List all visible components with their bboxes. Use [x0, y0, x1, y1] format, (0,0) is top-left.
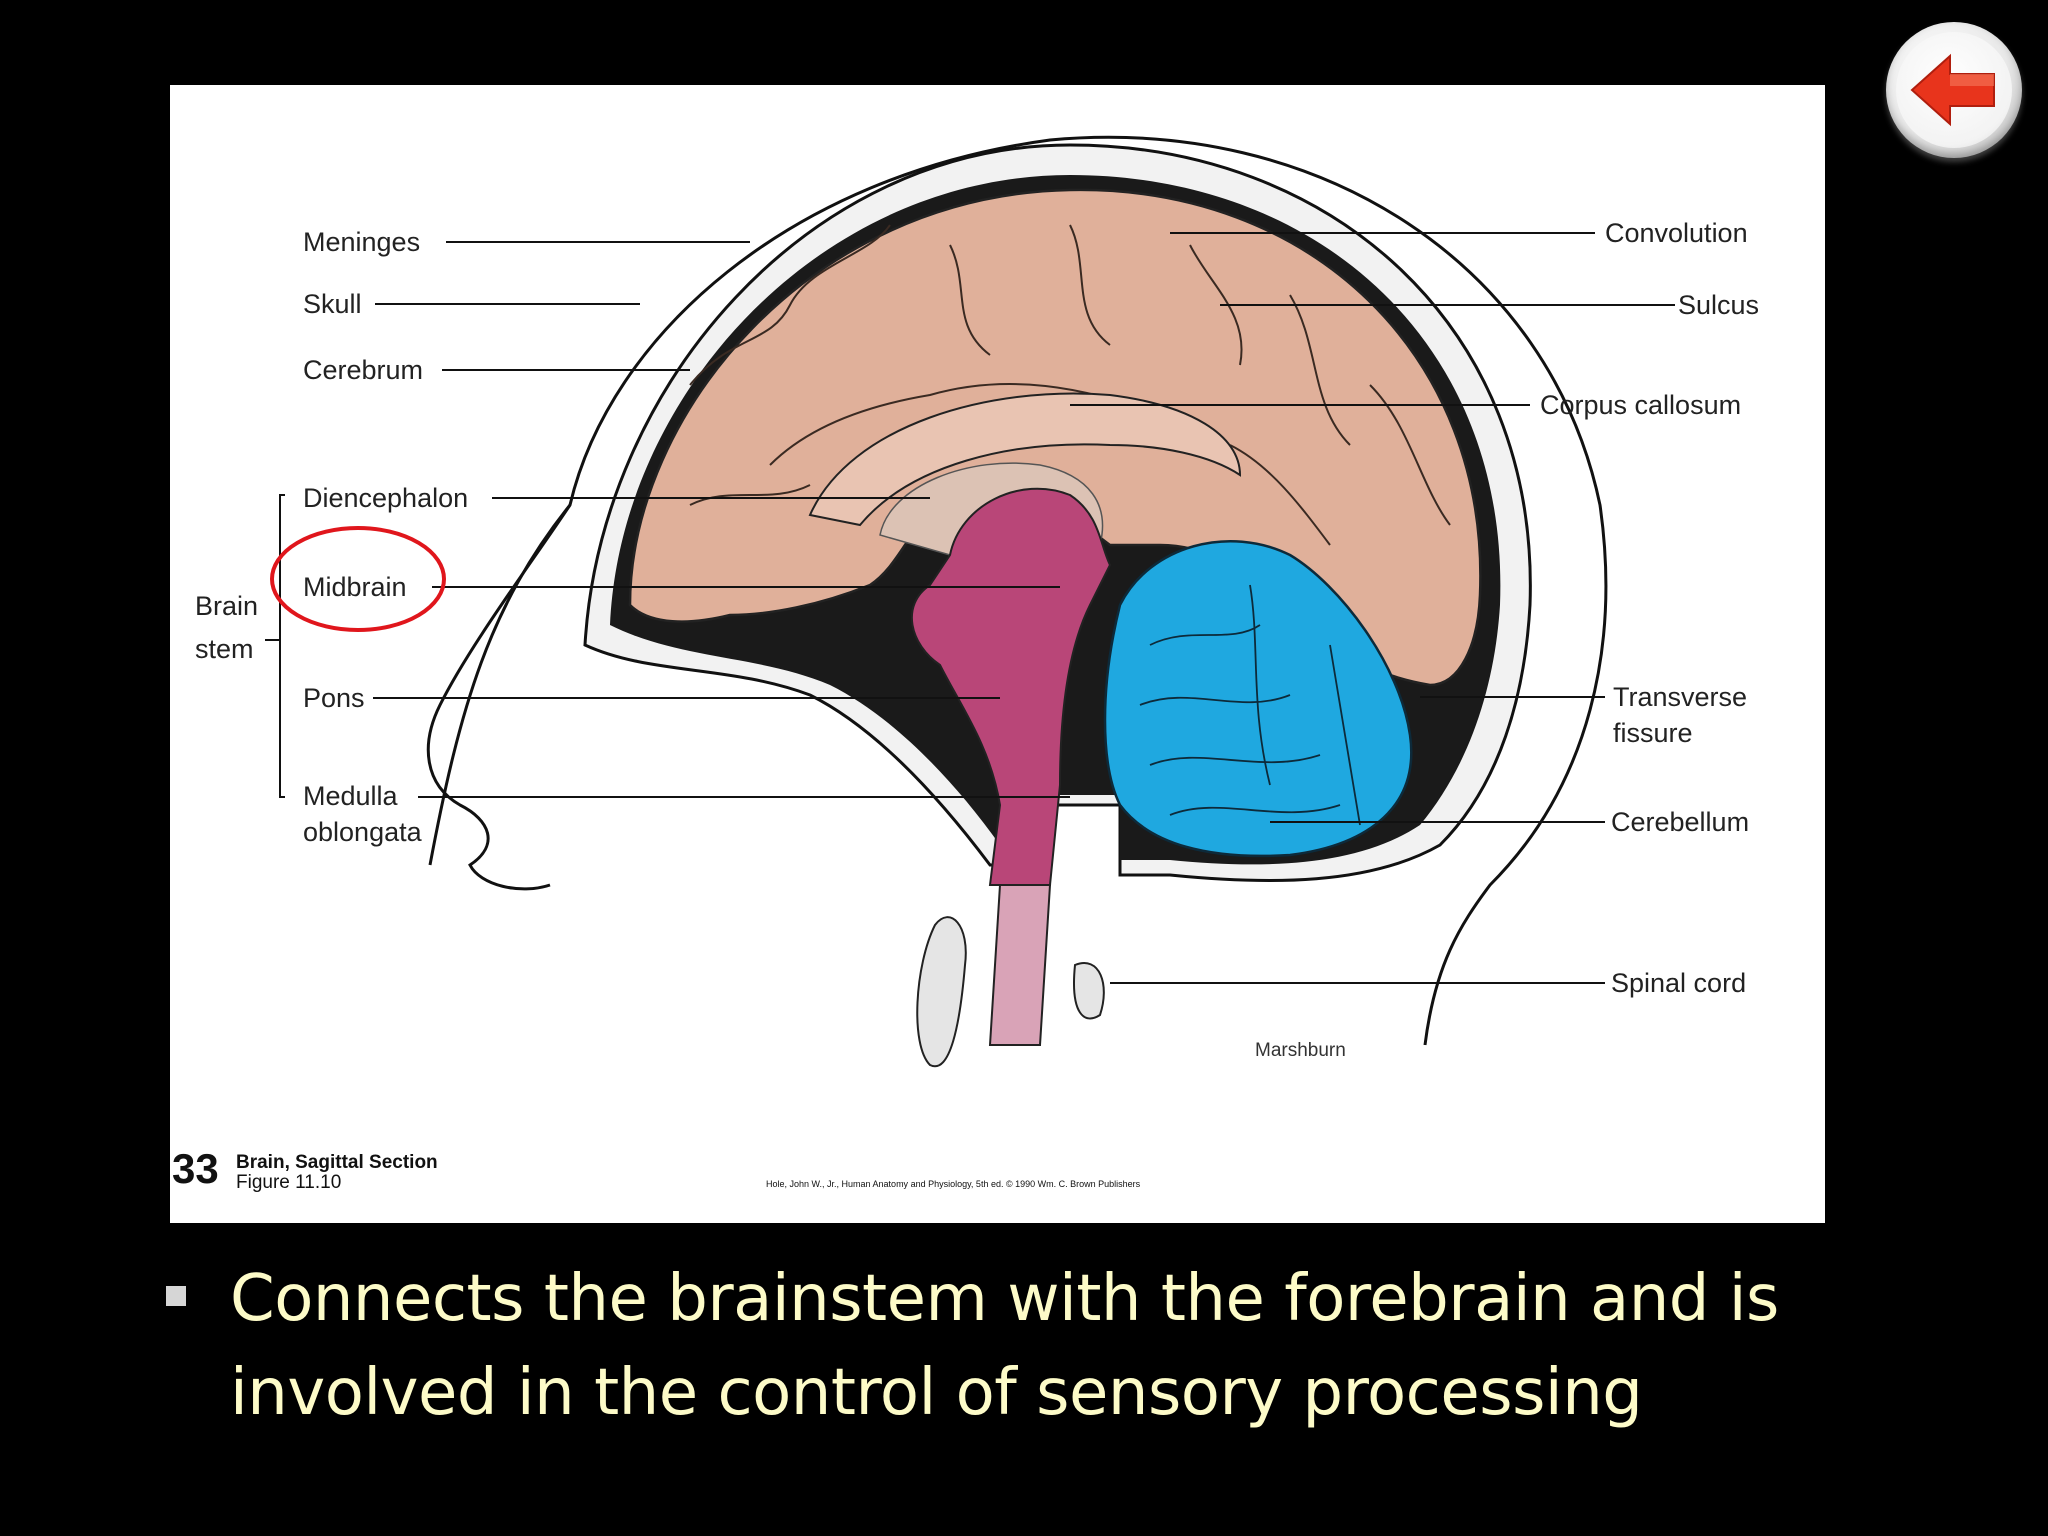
leader-lines-right — [1070, 232, 1675, 984]
label-transverse-line1: Transverse — [1613, 682, 1747, 712]
leader-lines-left — [265, 241, 1070, 798]
artist-signature: Marshburn — [1255, 1040, 1346, 1061]
caption-title: Brain, Sagittal Section — [236, 1152, 438, 1173]
left-arrow-icon — [1910, 53, 1995, 127]
label-medulla-line1: Medulla — [303, 781, 399, 811]
brain-diagram: Meninges Skull Cerebrum Diencephalon Mid… — [172, 135, 1759, 1193]
label-pons: Pons — [303, 683, 365, 713]
label-midbrain: Midbrain — [303, 572, 407, 602]
midbrain-highlight-circle — [270, 526, 446, 632]
bullet-text: Connects the brainstem with the forebrai… — [230, 1262, 1779, 1430]
bullet-marker — [166, 1286, 186, 1306]
spinal-cord — [988, 884, 1052, 1046]
label-brain-stem-line1: Brain — [195, 591, 258, 621]
label-sulcus: Sulcus — [1678, 290, 1759, 320]
label-convolution: Convolution — [1605, 218, 1748, 248]
label-cerebrum: Cerebrum — [303, 355, 423, 385]
brain-sagittal-figure: Meninges Skull Cerebrum Diencephalon Mid… — [170, 85, 1825, 1223]
label-meninges: Meninges — [303, 227, 420, 257]
vertebra-right — [1073, 962, 1105, 1020]
label-transverse-line2: fissure — [1613, 718, 1693, 748]
label-corpus-callosum: Corpus callosum — [1540, 390, 1741, 420]
face-profile — [426, 504, 572, 891]
corpus-callosum — [808, 392, 1242, 527]
caption-subtitle: Figure 11.10 — [236, 1172, 341, 1193]
back-button[interactable] — [1886, 22, 2022, 158]
gyri-lines — [689, 224, 1451, 546]
figure-credit: Hole, John W., Jr., Human Anatomy and Ph… — [766, 1179, 1141, 1189]
label-brain-stem-line2: stem — [195, 634, 254, 664]
cerebellum-folia — [1139, 584, 1361, 826]
label-medulla-line2: oblongata — [303, 817, 423, 847]
label-diencephalon: Diencephalon — [303, 483, 468, 513]
label-cerebellum: Cerebellum — [1611, 807, 1749, 837]
label-spinal-cord: Spinal cord — [1611, 968, 1746, 998]
label-skull: Skull — [303, 289, 362, 319]
figure-number: 33 — [172, 1145, 219, 1192]
vertebra-left — [916, 916, 967, 1068]
